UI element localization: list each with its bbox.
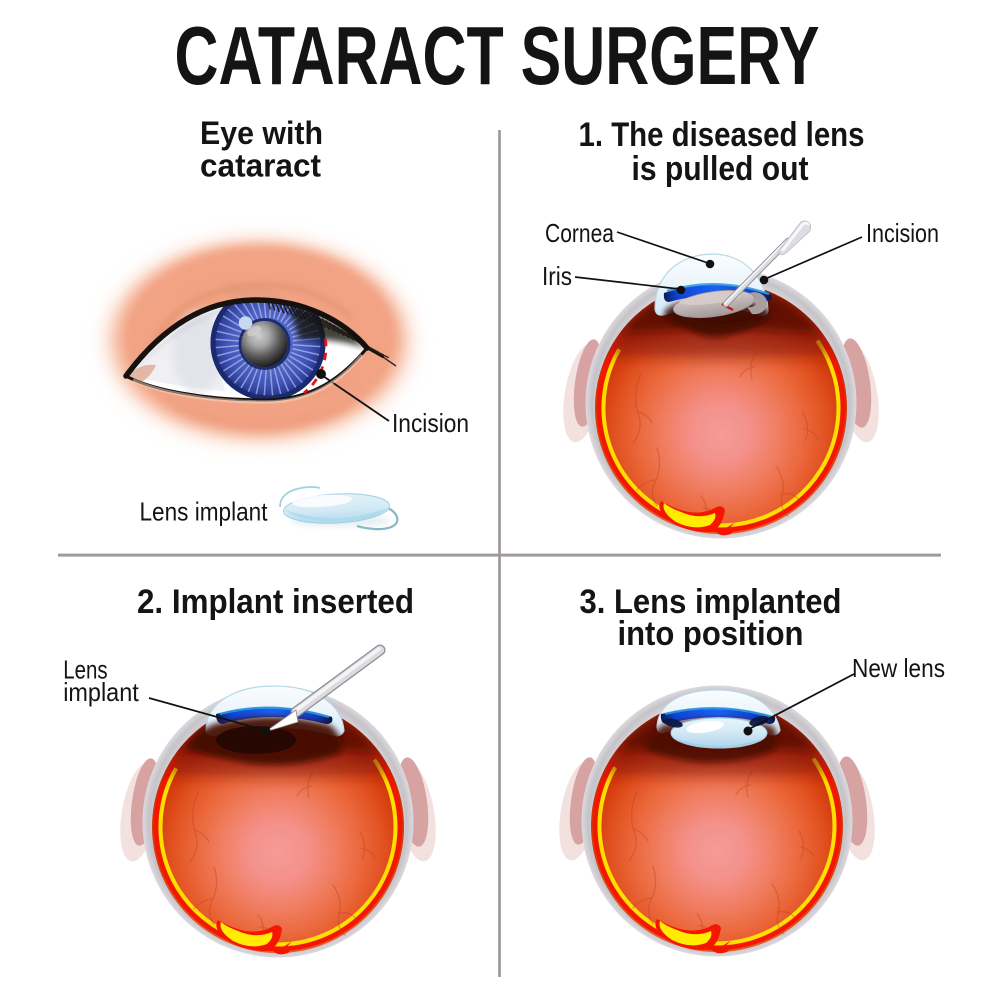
svg-text:into position: into position [618, 615, 804, 653]
svg-text:Incision: Incision [392, 408, 469, 438]
svg-text:2. Implant inserted: 2. Implant inserted [137, 583, 414, 621]
svg-text:implant: implant [63, 677, 139, 707]
svg-text:is pulled out: is pulled out [632, 150, 809, 188]
svg-text:3. Lens implanted: 3. Lens implanted [580, 583, 842, 621]
svg-text:Lens: Lens [63, 655, 107, 685]
svg-text:Iris: Iris [542, 261, 572, 291]
svg-text:CATARACT SURGERY: CATARACT SURGERY [175, 9, 820, 102]
svg-text:Cornea: Cornea [545, 218, 614, 248]
svg-text:Eye with: Eye with [200, 115, 323, 151]
svg-text:Incision: Incision [866, 218, 939, 248]
svg-text:cataract: cataract [200, 148, 321, 184]
svg-text:New lens: New lens [852, 653, 945, 683]
svg-text:1. The diseased lens: 1. The diseased lens [579, 116, 865, 154]
svg-text:Lens implant: Lens implant [140, 497, 269, 527]
